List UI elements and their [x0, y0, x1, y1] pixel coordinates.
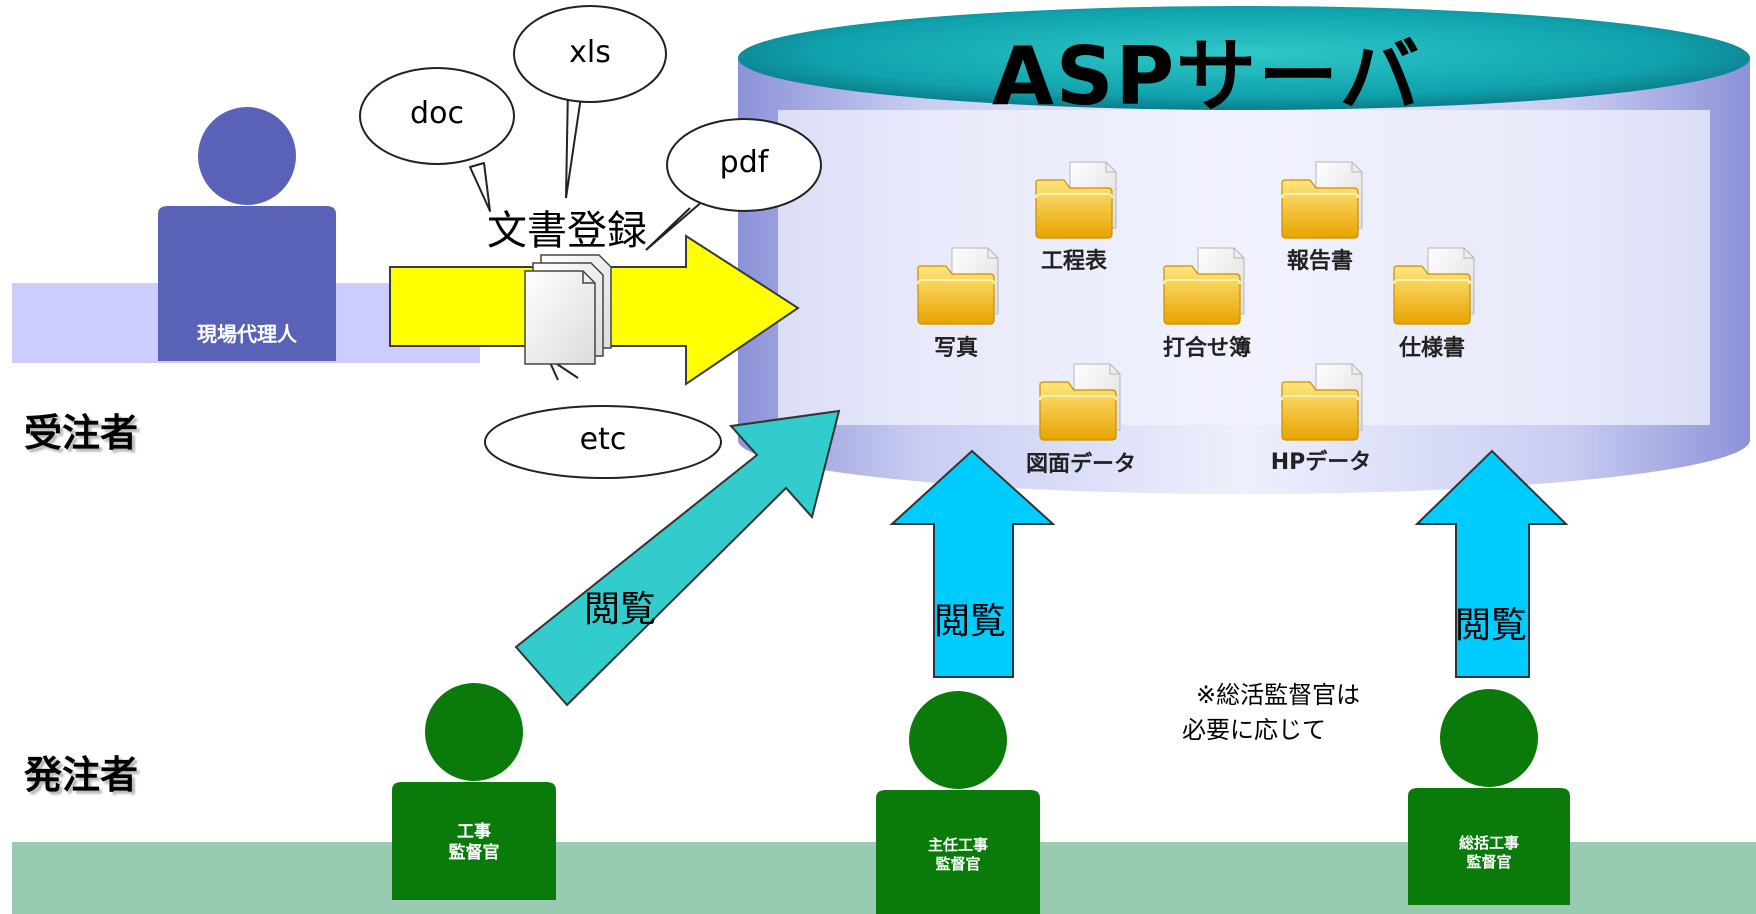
- folder-label-hp-data: HPデータ: [1270, 450, 1372, 475]
- folder-label-drawing-data: 図面データ: [1025, 452, 1136, 477]
- registration-label: 文書登録: [487, 208, 647, 254]
- view-arrow-teal: [514, 409, 841, 707]
- server-title: ASPサーバ: [992, 30, 1422, 123]
- client-person-2-label: 主任工事 監督官: [927, 836, 988, 873]
- note: ※総活監督官は 必要に応じて: [1182, 681, 1361, 744]
- view-arrow-blue-1: [889, 449, 1056, 678]
- contractor-person-label: 現場代理人: [197, 322, 297, 346]
- folder-label-report: 報告書: [1286, 249, 1353, 274]
- client-person-3-label: 総括工事 監督官: [1458, 834, 1519, 871]
- client-person-1-label: 工事 監督官: [448, 822, 500, 864]
- view-arrow-blue-2: [1414, 449, 1569, 678]
- folder-label-minutes: 打合せ簿: [1162, 336, 1251, 361]
- format-pdf: pdf: [719, 145, 769, 180]
- client-persons: [392, 683, 1570, 914]
- document-stack-icon: [524, 254, 612, 365]
- folder-label-schedule: 工程表: [1040, 249, 1107, 274]
- format-doc: doc: [410, 96, 464, 131]
- view-label-2: 閲覧: [934, 601, 1007, 642]
- folder-label-photo: 写真: [933, 336, 978, 361]
- folder-label-spec: 仕様書: [1398, 336, 1465, 361]
- view-label-3: 閲覧: [1455, 605, 1528, 646]
- view-label-1: 閲覧: [584, 589, 657, 630]
- format-xls: xls: [569, 35, 611, 70]
- format-etc: etc: [579, 422, 627, 457]
- contractor-person: [158, 107, 336, 361]
- contractor-label: 受注者: [24, 411, 139, 455]
- client-label: 発注者: [24, 753, 139, 797]
